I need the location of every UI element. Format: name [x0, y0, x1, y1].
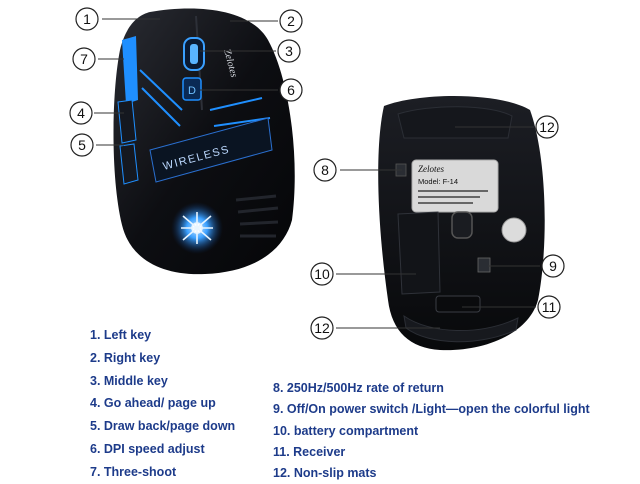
svg-text:3: 3: [285, 43, 293, 59]
legend-item-page-down: 5. Draw back/page down: [90, 419, 236, 434]
callout-10: 10: [310, 262, 334, 286]
callout-2: 2: [279, 9, 303, 33]
non-slip-mat-top: [397, 106, 513, 139]
label-fineprint: [418, 190, 488, 192]
svg-text:7: 7: [80, 51, 88, 67]
legend-item-power-switch: 9. Off/On power switch /Light—open the c…: [273, 402, 590, 417]
callout-1: 1: [75, 7, 99, 31]
mouse-bottom-view: Zelotes Model: F-14: [378, 95, 545, 351]
callout-lines: [94, 18, 540, 329]
legend-item-dpi: 6. DPI speed adjust: [90, 441, 205, 456]
callout-4: 4: [69, 101, 93, 125]
blue-accent-lines: [139, 69, 271, 127]
dpi-button: [182, 77, 202, 101]
brand-logo-bottom: Zelotes: [418, 164, 444, 174]
receiver-cover: [501, 217, 527, 243]
callout-7: 7: [72, 47, 96, 71]
legend-item-middle-key: 3. Middle key: [90, 373, 168, 388]
callout-5: 5: [70, 133, 94, 157]
callout-markers-front: 1 2 3 7 6 4 5: [69, 7, 303, 157]
callout-11: 11: [537, 295, 561, 319]
svg-text:9: 9: [549, 258, 557, 274]
svg-text:6: 6: [287, 82, 295, 98]
wireless-panel: [149, 117, 273, 183]
power-switch: [477, 257, 491, 273]
legend-item-report-rate: 8. 250Hz/500Hz rate of return: [273, 381, 444, 395]
scroll-wheel-light: [190, 44, 198, 64]
legend-left: 1. Left key 2. Right key 3. Middle key 4…: [90, 324, 235, 484]
callout-3: 3: [277, 39, 301, 63]
callout-markers-bottom: 12 8 9 10 11 12: [310, 115, 565, 340]
svg-text:2: 2: [287, 13, 295, 29]
mouse-top-view: D Zelotes WIRELESS: [113, 8, 295, 275]
svg-text:5: 5: [78, 137, 86, 153]
side-light-strip: [122, 36, 138, 104]
callout-12-bottom: 12: [310, 316, 334, 340]
svg-text:10: 10: [314, 266, 330, 282]
rear-grip-vents: [235, 194, 279, 238]
svg-text:4: 4: [77, 105, 85, 121]
svg-text:1: 1: [83, 11, 91, 27]
callout-8: 8: [313, 158, 337, 182]
callout-6: 6: [279, 78, 303, 102]
legend-item-left-key: 1. Left key: [90, 328, 152, 342]
battery-compartment: [397, 211, 441, 295]
legend-right: 8. 250Hz/500Hz rate of return 9. Off/On …: [273, 378, 590, 484]
legend-item-three-shoot: 7. Three-shoot: [90, 464, 177, 479]
optical-sensor: [451, 211, 473, 239]
legend-item-right-key: 2. Right key: [90, 350, 161, 365]
svg-text:12: 12: [539, 119, 555, 135]
callout-9: 9: [541, 254, 565, 278]
legend-item-page-up: 4. Go ahead/ page up: [90, 396, 216, 411]
spider-logo-icon: [181, 212, 213, 244]
side-button-forward: [117, 99, 137, 144]
svg-text:8: 8: [321, 162, 329, 178]
model-label: Model: F-14: [418, 177, 458, 186]
dpi-mark: D: [188, 85, 196, 97]
callout-12-top: 12: [535, 115, 559, 139]
legend-item-non-slip: 12. Non-slip mats: [273, 466, 377, 481]
legend-item-battery: 10. battery compartment: [273, 423, 419, 438]
receiver-slot: [435, 295, 481, 313]
svg-text:12: 12: [314, 320, 330, 336]
legend-item-receiver: 11. Receiver: [273, 444, 346, 459]
svg-text:11: 11: [542, 299, 557, 315]
side-button-back: [119, 143, 139, 185]
